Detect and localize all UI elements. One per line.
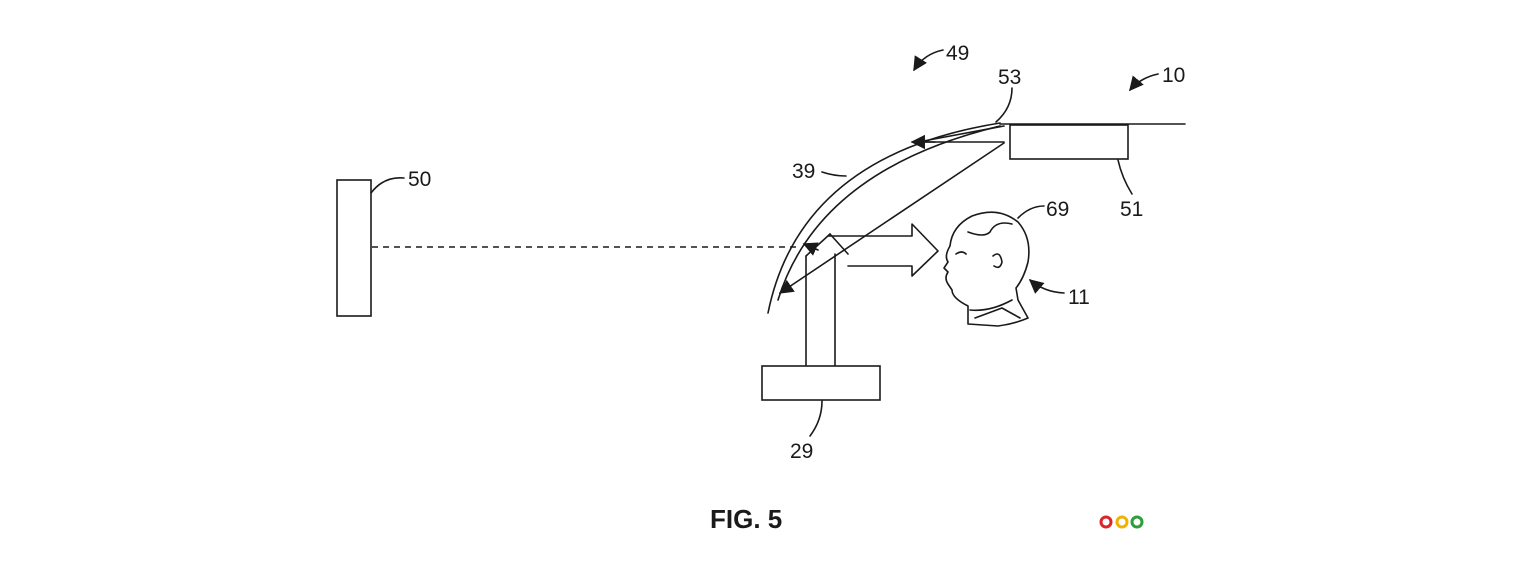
leader-11 <box>1028 279 1065 294</box>
leader-10 <box>1129 73 1159 92</box>
viewer-head-11 <box>943 211 1030 327</box>
label-53: 53 <box>998 66 1021 89</box>
label-69: 69 <box>1046 198 1069 221</box>
label-49: 49 <box>946 42 969 65</box>
leader-39 <box>821 171 847 177</box>
windshield-39-outer <box>767 122 1001 314</box>
leader-53 <box>995 87 1013 123</box>
label-10: 10 <box>1162 64 1185 87</box>
beam-fold-top <box>829 233 849 255</box>
upper-guide-top <box>917 125 1005 143</box>
beam-fold-small-arrow <box>802 242 819 256</box>
label-39: 39 <box>792 160 815 183</box>
label-29: 29 <box>790 440 813 463</box>
label-51: 51 <box>1120 198 1143 221</box>
leader-51 <box>1117 159 1133 195</box>
dot-green <box>1130 515 1144 529</box>
label-11: 11 <box>1068 286 1090 309</box>
image-arrow-to-viewer <box>827 223 939 277</box>
leader-29 <box>809 400 823 437</box>
leader-69 <box>1017 205 1045 219</box>
dot-yellow <box>1115 515 1129 529</box>
leader-50 <box>370 176 405 194</box>
component-51-block <box>1009 124 1129 160</box>
windshield-39-inner <box>777 125 1001 301</box>
diagonal-ray <box>778 142 1005 294</box>
component-29-block <box>761 365 881 401</box>
figure-caption: FIG. 5 <box>710 504 782 534</box>
leader-49 <box>913 49 944 72</box>
label-50: 50 <box>408 168 431 191</box>
dot-red <box>1099 515 1113 529</box>
component-50-block <box>336 179 372 317</box>
